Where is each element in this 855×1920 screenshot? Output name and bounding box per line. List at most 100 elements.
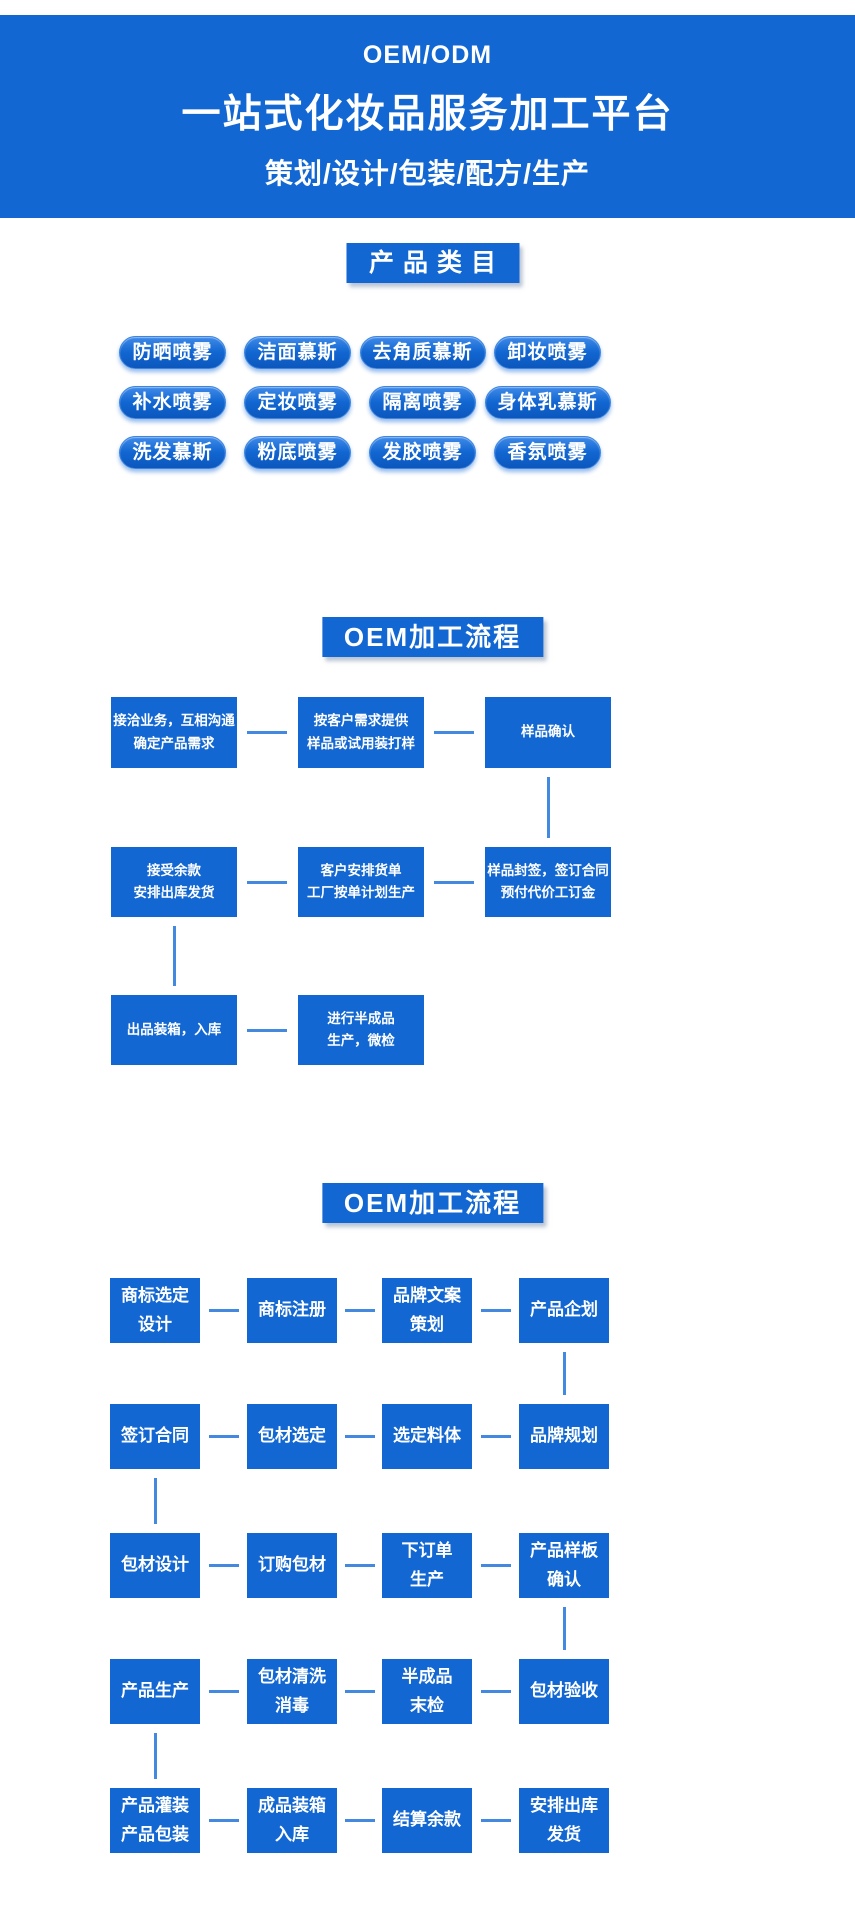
- flow-step-text: 按客户需求提供: [313, 713, 409, 729]
- flow-step: 产品样板 确认: [519, 1533, 609, 1598]
- flow-step: 产品灌装 产品包装: [110, 1788, 200, 1853]
- flow-step: 结算余款: [382, 1788, 472, 1853]
- category-pill[interactable]: 粉底喷雾: [244, 435, 351, 469]
- category-pill[interactable]: 去角质慕斯: [359, 335, 486, 369]
- flow-step-text: 设计: [138, 1314, 172, 1334]
- connector-vertical: [562, 1607, 566, 1650]
- flow-step-text: 确认: [547, 1569, 581, 1589]
- connector-horizontal: [434, 880, 474, 884]
- flow-step-text: 品牌规划: [530, 1426, 598, 1446]
- flow-step-text: 包材设计: [121, 1555, 189, 1575]
- flow-step-text: 样品确认: [521, 724, 575, 740]
- flow-step: 接受余款 安排出库发货: [111, 847, 237, 917]
- connector-horizontal: [247, 731, 287, 734]
- category-pill[interactable]: 香氛喷雾: [494, 435, 601, 469]
- flow-step: 包材设计: [110, 1533, 200, 1598]
- connector-horizontal: [344, 1435, 375, 1438]
- section-title-categories: 产品类目: [345, 243, 520, 283]
- category-pill-grid: 防晒喷雾 洁面慕斯 去角质慕斯 卸妆喷雾 补水喷雾 定妆喷雾 隔离喷雾 身体乳慕…: [110, 327, 611, 477]
- flow-step: 出品装箱，入库: [111, 995, 237, 1065]
- flow-step-text: 产品包装: [121, 1824, 189, 1844]
- connector-horizontal: [480, 1309, 511, 1312]
- flow-step-text: 客户安排货单: [320, 862, 402, 878]
- hero-banner: OEM/ODM 一站式化妆品服务加工平台 策划/设计/包装/配方/生产: [0, 15, 855, 218]
- flow-step-text: 接受余款: [147, 862, 201, 878]
- flow-step: 包材验收: [519, 1659, 609, 1724]
- flow-step-text: 样品或试用装打样: [307, 735, 415, 751]
- flow-step: 产品企划: [519, 1278, 609, 1343]
- category-pill[interactable]: 防晒喷雾: [119, 335, 226, 369]
- flow-step-text: 发货: [547, 1824, 581, 1844]
- flow-step-text: 产品灌装: [121, 1796, 189, 1816]
- connector-vertical: [546, 777, 550, 838]
- flow-step: 样品封签，签订合同 预付代价工订金: [485, 847, 611, 917]
- flow-step-text: 产品企划: [530, 1300, 598, 1320]
- flow-step-text: 订购包材: [258, 1555, 326, 1575]
- flow-step: 订购包材: [247, 1533, 337, 1598]
- connector-vertical: [153, 1478, 157, 1524]
- flow-step: 商标注册: [247, 1278, 337, 1343]
- flow-step-text: 商标选定: [121, 1286, 189, 1306]
- flow-step-text: 产品样板: [530, 1541, 598, 1561]
- flow-step-text: 包材验收: [530, 1681, 598, 1701]
- flow-step-text: 样品封签，签订合同: [487, 862, 609, 878]
- flow-step-text: 包材选定: [258, 1426, 326, 1446]
- connector-horizontal: [434, 731, 474, 734]
- category-pill[interactable]: 卸妆喷雾: [494, 335, 601, 369]
- category-pill[interactable]: 发胶喷雾: [369, 435, 476, 469]
- flow-step-text: 品牌文案: [393, 1286, 461, 1306]
- flow-step-text: 安排出库发货: [133, 885, 215, 900]
- hero-title: 一站式化妆品服务加工平台: [181, 93, 674, 136]
- flow-step-text: 下订单: [401, 1541, 453, 1561]
- flow-step-text: 生产: [410, 1569, 444, 1589]
- connector-horizontal: [344, 1690, 375, 1693]
- flow-step-text: 接洽业务，互相沟通: [113, 713, 235, 729]
- flow-step: 半成品 末检: [382, 1659, 472, 1724]
- flow-step: 签订合同: [110, 1404, 200, 1469]
- flow-step: 安排出库 发货: [519, 1788, 609, 1853]
- flow-step-text: 半成品: [401, 1667, 453, 1687]
- flow-step: 进行半成品 生产，微检: [298, 995, 424, 1065]
- oem-flowchart-1: 接洽业务，互相沟通 确定产品需求 按客户需求提供 样品或试用装打样 样品确认 接…: [111, 697, 611, 1065]
- flow-step: 客户安排货单 工厂按单计划生产: [298, 847, 424, 917]
- connector-horizontal: [344, 1819, 375, 1822]
- flow-step-text: 确定产品需求: [133, 735, 215, 751]
- connector-horizontal: [208, 1690, 239, 1693]
- connector-horizontal: [208, 1819, 239, 1822]
- flow-step: 按客户需求提供 样品或试用装打样: [298, 697, 424, 768]
- category-pill[interactable]: 隔离喷雾: [369, 385, 476, 419]
- flow-step: 样品确认: [485, 697, 611, 768]
- connector-vertical: [172, 926, 176, 986]
- flow-step: 成品装箱 入库: [247, 1788, 337, 1853]
- connector-horizontal: [208, 1564, 239, 1567]
- connector-horizontal: [247, 1028, 287, 1032]
- flow-step-text: 入库: [275, 1824, 309, 1844]
- connector-horizontal: [344, 1309, 375, 1312]
- hero-kicker: OEM/ODM: [362, 41, 493, 69]
- flow-step-text: 商标注册: [258, 1300, 326, 1320]
- flow-step-text: 安排出库: [530, 1796, 598, 1816]
- connector-vertical: [562, 1352, 566, 1395]
- category-pill[interactable]: 定妆喷雾: [244, 385, 351, 419]
- category-pill[interactable]: 洁面慕斯: [244, 335, 351, 369]
- flow-step: 品牌文案 策划: [382, 1278, 472, 1343]
- flow-step-text: 结算余款: [393, 1810, 461, 1830]
- category-pill[interactable]: 洗发慕斯: [119, 435, 226, 469]
- flow-step: 选定料体: [382, 1404, 472, 1469]
- connector-horizontal: [480, 1819, 511, 1822]
- flow-step-text: 工厂按单计划生产: [307, 885, 415, 900]
- connector-horizontal: [480, 1435, 511, 1438]
- flow-step: 商标选定 设计: [110, 1278, 200, 1343]
- flow-step-text: 策划: [410, 1314, 444, 1334]
- connector-horizontal: [480, 1564, 511, 1567]
- flow-step-text: 成品装箱: [258, 1796, 326, 1816]
- category-pill[interactable]: 身体乳慕斯: [484, 385, 611, 419]
- flow-step-text: 包材清洗: [258, 1667, 326, 1687]
- connector-horizontal: [344, 1564, 375, 1567]
- category-pill[interactable]: 补水喷雾: [119, 385, 226, 419]
- connector-horizontal: [480, 1690, 511, 1693]
- flow-step-text: 末检: [410, 1695, 444, 1715]
- connector-horizontal: [208, 1435, 239, 1438]
- flow-step-text: 签订合同: [121, 1426, 189, 1446]
